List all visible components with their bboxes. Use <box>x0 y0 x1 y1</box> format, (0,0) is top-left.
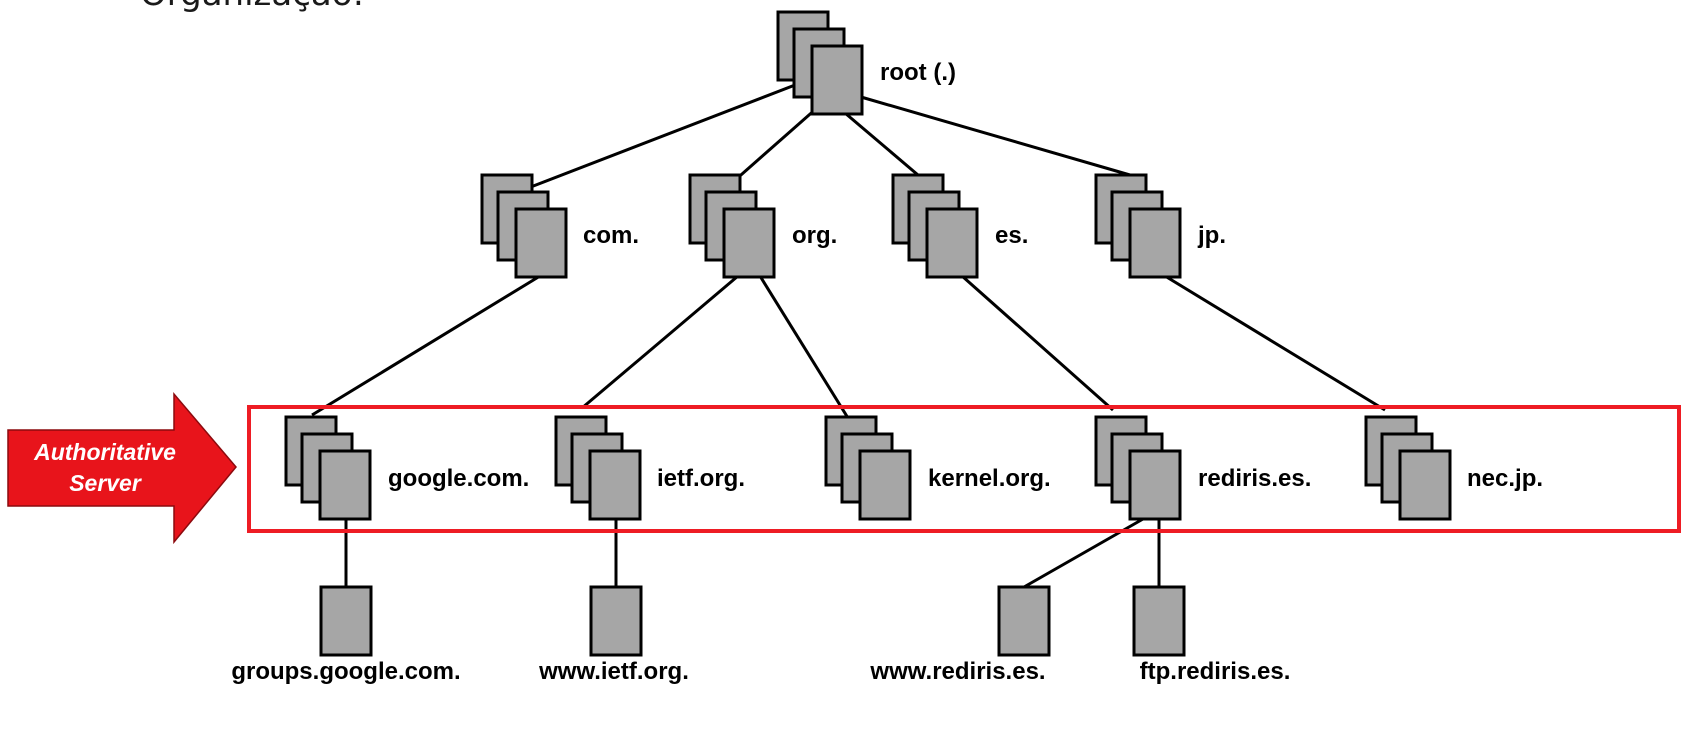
tld-jp-label: jp. <box>1197 222 1226 249</box>
authoritative-highlight-box <box>247 405 1681 533</box>
root-server-node: root (.) <box>776 10 956 116</box>
edge-root-es <box>844 111 919 177</box>
tld-es-node: es. <box>891 173 1028 279</box>
auth-rediris-node: rediris.es. <box>1094 415 1311 521</box>
server-icon <box>319 585 373 657</box>
host-www-ietf-label: www.ietf.org. <box>538 658 689 685</box>
host-www-rediris-label: www.rediris.es. <box>869 658 1045 685</box>
red-arrow-icon <box>7 391 237 545</box>
tree-edges <box>311 78 1386 589</box>
server-stack-icon <box>1094 415 1182 521</box>
server-stack-icon <box>1094 173 1182 279</box>
host-ftp-rediris-node: ftp.rediris.es. <box>1132 585 1291 685</box>
callout-line2: Server <box>69 470 142 496</box>
edge-org-ietf <box>581 274 739 410</box>
auth-nec-label: nec.jp. <box>1467 465 1543 492</box>
tld-org-node: org. <box>688 173 837 279</box>
root-label: root (.) <box>880 59 956 86</box>
edge-org-kernel <box>758 275 850 419</box>
authoritative-server-callout: Authoritative Server <box>7 391 237 545</box>
edge-root-jp <box>860 95 1131 177</box>
server-stack-icon <box>284 415 372 521</box>
auth-google-label: google.com. <box>388 465 529 492</box>
tld-jp-node: jp. <box>1094 173 1226 279</box>
auth-ietf-label: ietf.org. <box>657 465 745 492</box>
auth-google-node: google.com. <box>284 415 529 521</box>
host-www-ietf-node: www.ietf.org. <box>538 585 689 685</box>
auth-kernel-node: kernel.org. <box>824 415 1051 521</box>
server-icon <box>1132 585 1186 657</box>
server-icon <box>997 585 1051 657</box>
server-stack-icon <box>688 173 776 279</box>
tld-es-label: es. <box>995 222 1028 249</box>
tld-com-node: com. <box>480 173 639 279</box>
edge-jp-nec <box>1164 274 1386 412</box>
server-stack-icon <box>554 415 642 521</box>
server-stack-icon <box>1364 415 1452 521</box>
server-stack-icon <box>824 415 912 521</box>
auth-nec-node: nec.jp. <box>1364 415 1543 521</box>
server-stack-icon <box>480 173 568 279</box>
auth-kernel-label: kernel.org. <box>928 465 1051 492</box>
edge-root-com <box>509 78 809 197</box>
server-stack-icon <box>891 173 979 279</box>
edge-com-google <box>311 274 541 417</box>
auth-rediris-label: rediris.es. <box>1198 465 1311 492</box>
callout-line1: Authoritative <box>33 439 176 465</box>
edge-es-rediris <box>961 274 1114 412</box>
server-icon <box>589 585 643 657</box>
server-stack-icon <box>776 10 864 116</box>
host-groups-node: groups.google.com. <box>231 585 461 685</box>
tld-com-label: com. <box>583 222 639 249</box>
tld-org-label: org. <box>792 222 837 249</box>
slide-heading: Organização: <box>140 0 364 14</box>
auth-ietf-node: ietf.org. <box>554 415 745 521</box>
host-www-rediris-node: www.rediris.es. <box>869 585 1051 685</box>
host-groups-label: groups.google.com. <box>231 658 460 685</box>
host-ftp-rediris-label: ftp.rediris.es. <box>1140 658 1291 685</box>
